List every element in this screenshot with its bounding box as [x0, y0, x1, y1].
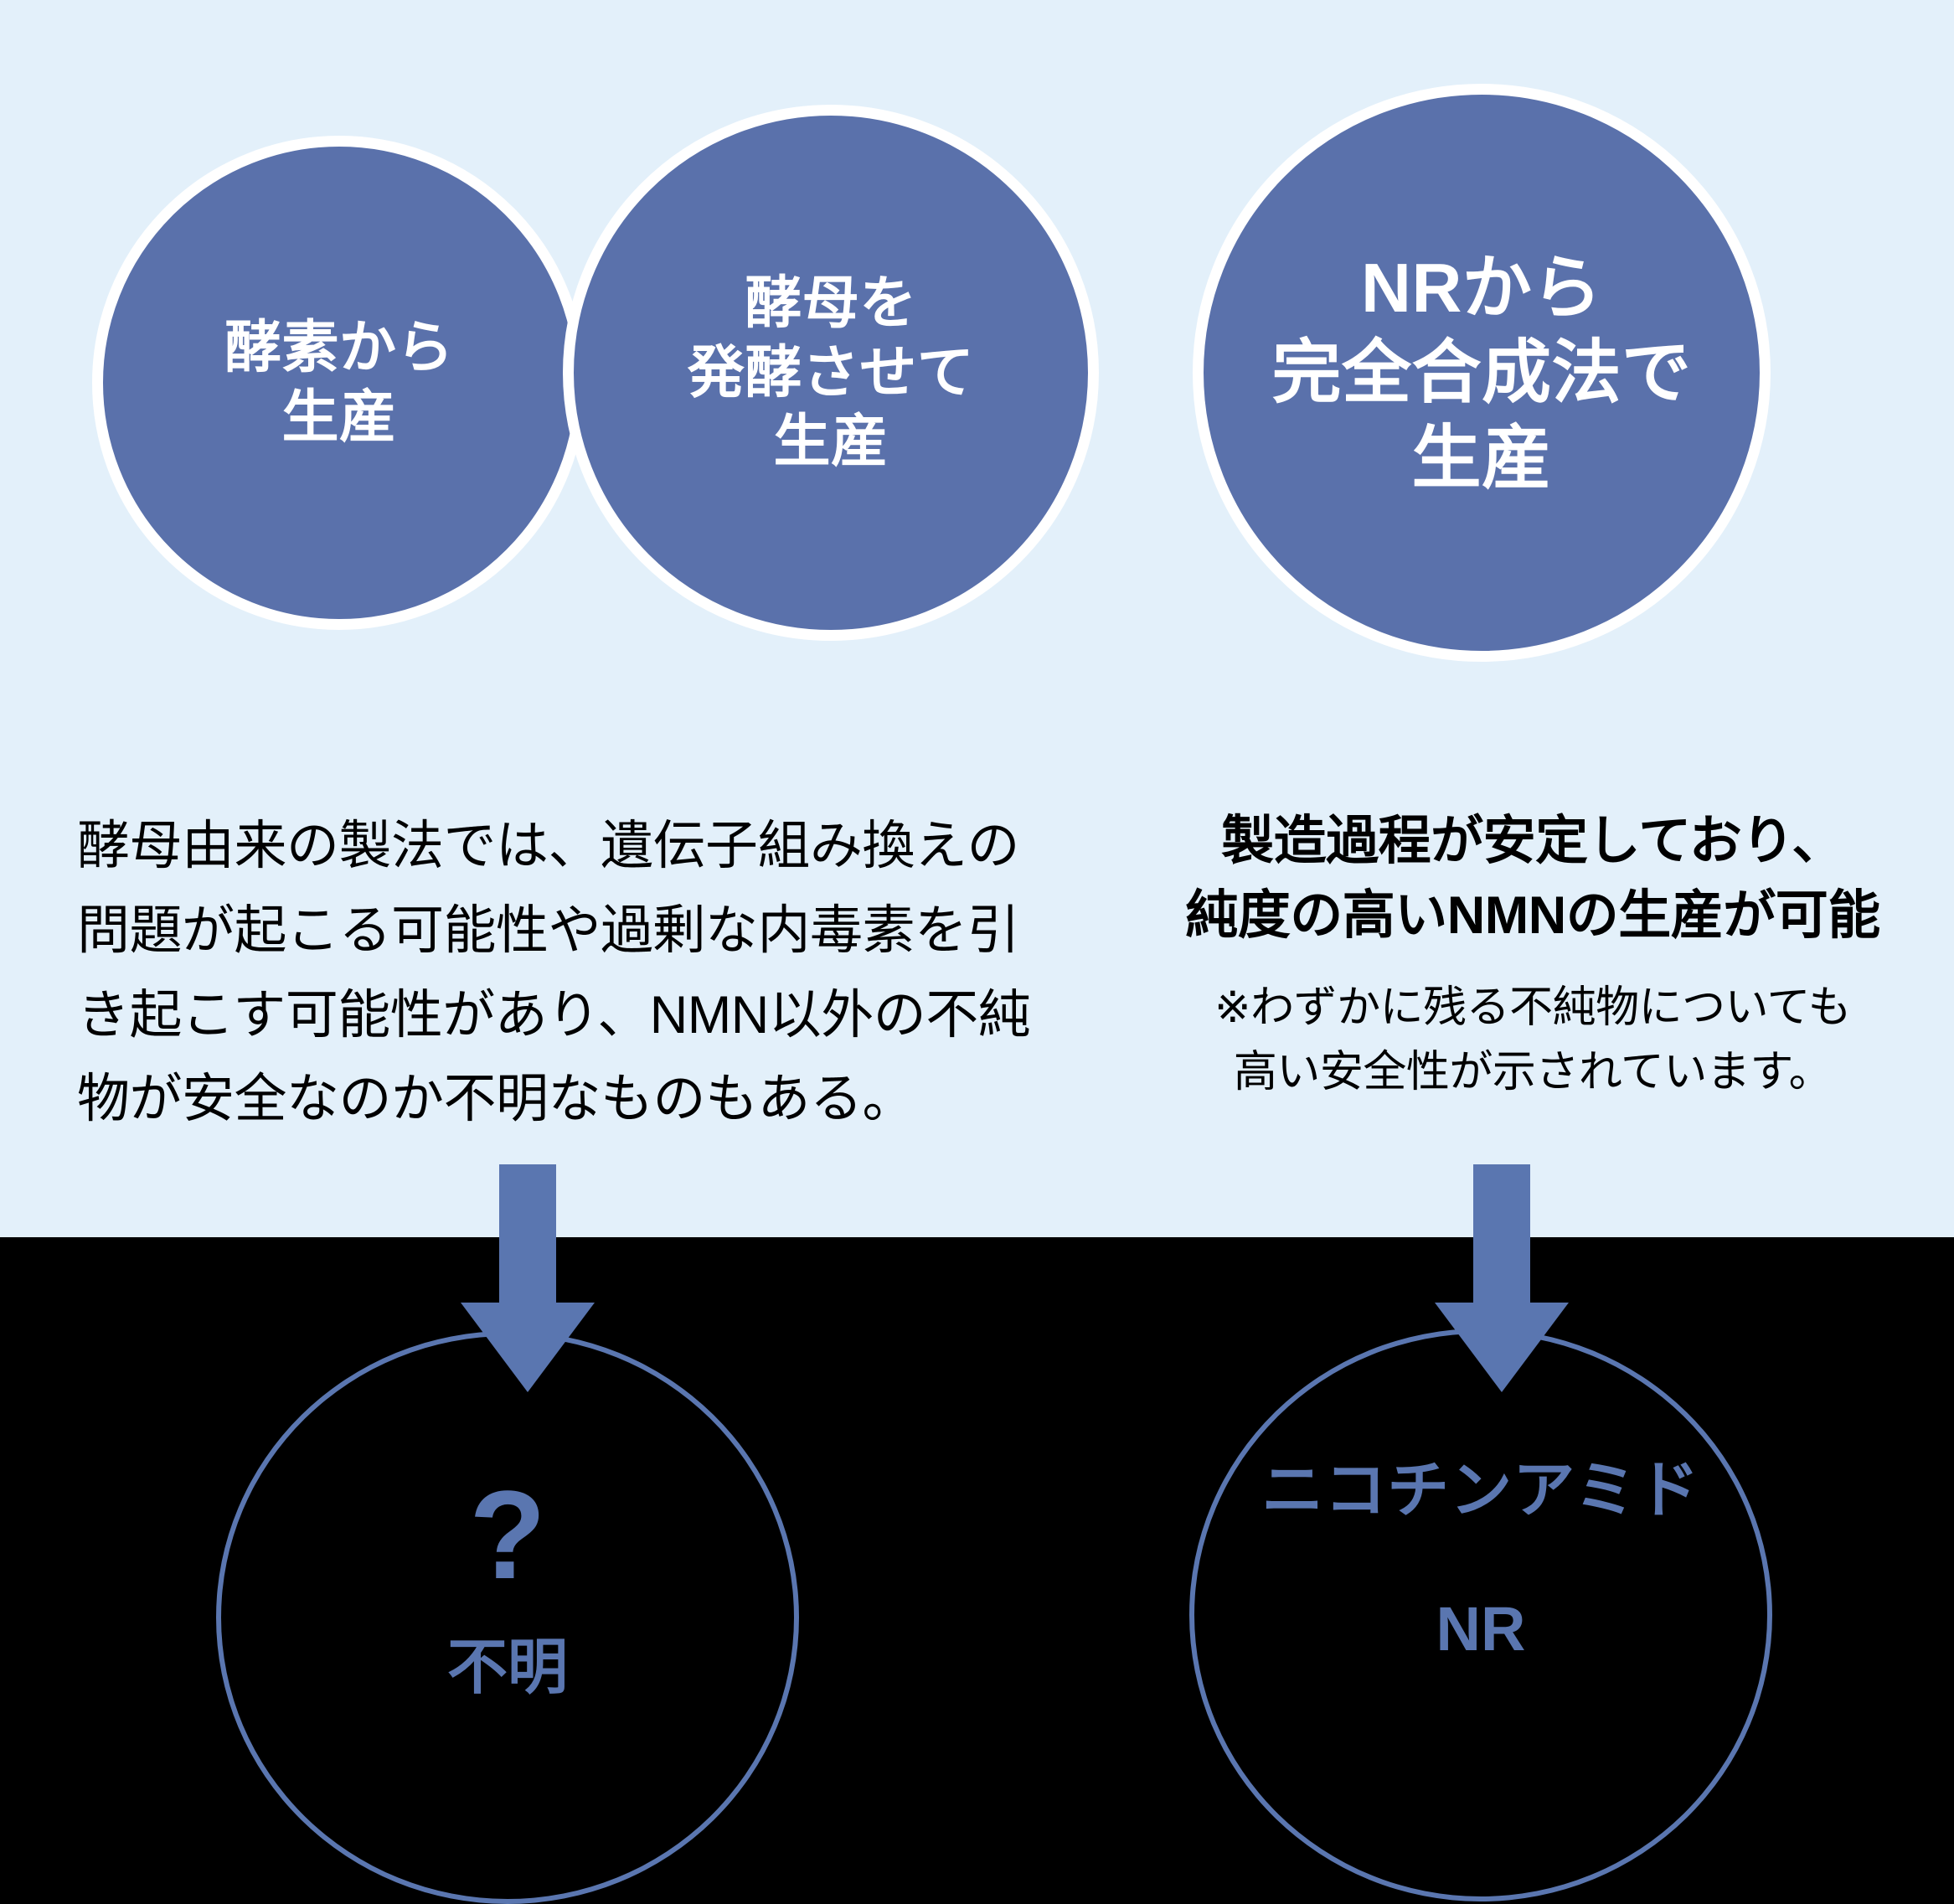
down-arrow-icon-left: [461, 1164, 595, 1392]
circle-yeast-fermentation: 酵母を発酵させて生産: [563, 105, 1099, 641]
description-left-paragraph: 酵母由来の製法では、遺伝子組み換えの問題が起こる可能性や過剰な内毒素を引き起こす…: [77, 817, 1031, 1129]
result-nicotinamide-title: ニコチンアミド: [1261, 1455, 1700, 1525]
description-right-note: ※わずかに残る不純物についても高い安全性が示されています。: [1214, 983, 1851, 1096]
description-right-heading: 製造過程が安定しており、純度の高いNMNの生産が可能: [1185, 812, 1880, 946]
circle-enzyme-production: 酵素から生産: [92, 136, 586, 630]
result-nicotinamide-content: ニコチンアミド NR: [1194, 1459, 1767, 1660]
circle-enzyme-label: 酵素から生産: [224, 316, 454, 449]
result-unknown-label: 不明: [446, 1634, 568, 1701]
down-arrow-icon-right: [1435, 1164, 1569, 1392]
circle-nr-label: NRから完全合成法で生産: [1271, 249, 1692, 497]
result-circle-unknown: ? 不明: [216, 1331, 799, 1904]
description-right-block: 製造過程が安定しており、純度の高いNMNの生産が可能 ※わずかに残る不純物につい…: [1114, 804, 1951, 1105]
result-unknown-content: ? 不明: [221, 1472, 794, 1698]
result-nicotinamide-label: NR: [1436, 1594, 1526, 1664]
question-mark-icon: ?: [469, 1464, 546, 1605]
circle-yeast-label: 酵母を発酵させて生産: [687, 271, 975, 474]
circle-nr-synthesis: NRから完全合成法で生産: [1193, 84, 1771, 662]
result-circle-nicotinamide: ニコチンアミド NR: [1189, 1329, 1772, 1901]
